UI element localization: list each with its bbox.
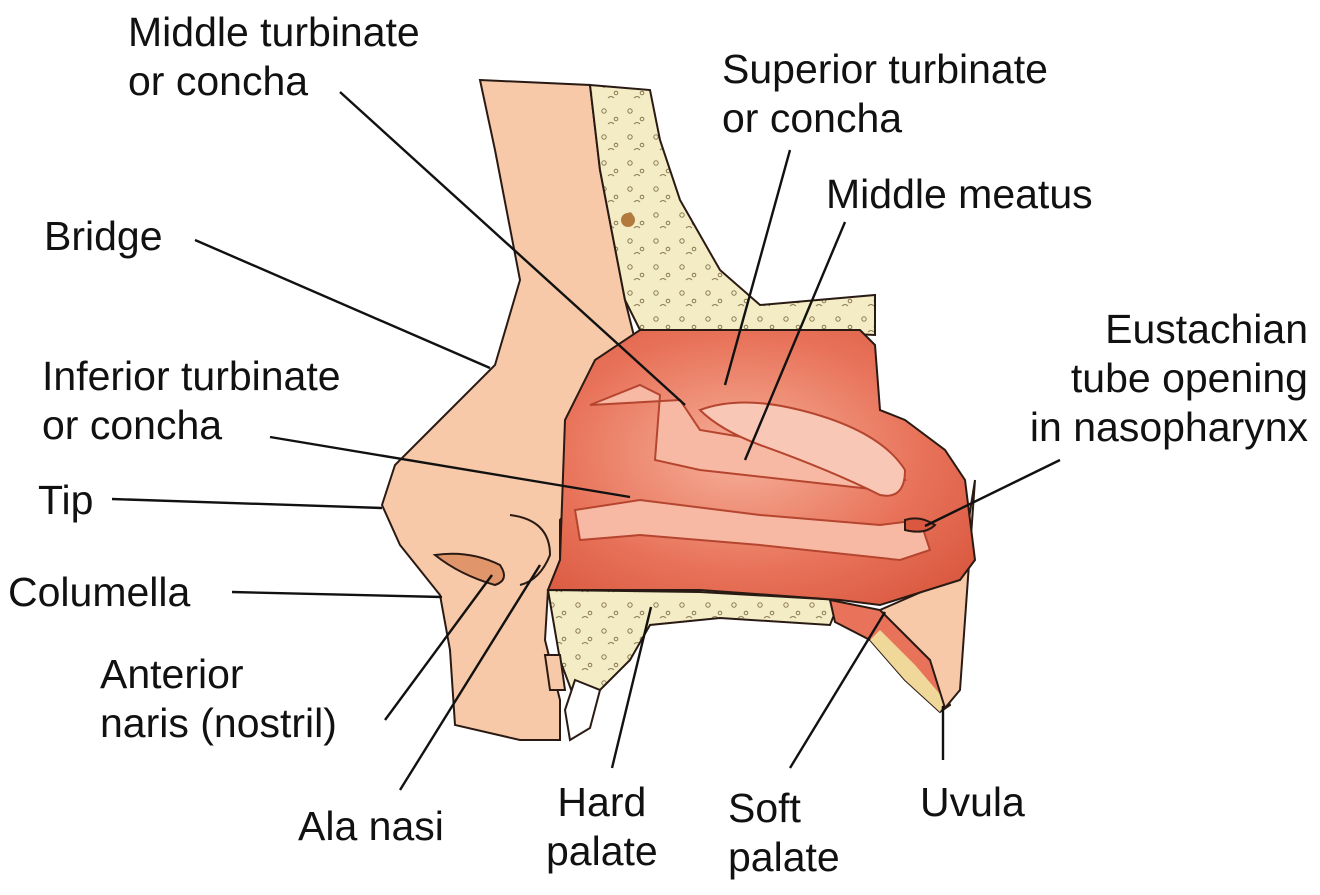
label-columella-line1: Columella	[8, 569, 191, 615]
label-hard-palate: Hard palate	[546, 778, 658, 876]
label-middle-turbinate: Middle turbinate or concha	[128, 8, 420, 106]
label-middle-turbinate-line1: Middle turbinate	[128, 9, 420, 55]
label-inferior-turbinate-line2: or concha	[42, 402, 223, 448]
label-anterior-naris: Anterior naris (nostril)	[100, 650, 337, 748]
leader-middle-meatus	[743, 221, 847, 461]
inferior-turbinate-shape	[573, 498, 932, 562]
label-hard-palate-line1: Hard	[557, 779, 647, 825]
label-eustachian-line3: in nasopharynx	[1029, 404, 1308, 450]
label-middle-meatus: Middle meatus	[826, 170, 1093, 219]
leader-tip	[111, 497, 383, 510]
label-eustachian-line1: Eustachian	[1105, 306, 1308, 352]
label-uvula-line1: Uvula	[920, 779, 1025, 825]
label-columella: Columella	[8, 568, 190, 617]
leader-hard-palate	[610, 606, 653, 769]
label-bridge: Bridge	[44, 212, 163, 261]
leader-bridge	[194, 238, 491, 370]
label-inferior-turbinate: Inferior turbinate or concha	[42, 352, 341, 450]
label-anterior-naris-line2: naris (nostril)	[100, 700, 337, 746]
label-ala-nasi-line1: Ala nasi	[298, 803, 444, 849]
label-eustachian-line2: tube opening	[1070, 355, 1308, 401]
leader-anterior-naris	[384, 574, 493, 721]
bone-foramen	[621, 213, 635, 227]
label-bridge-line1: Bridge	[44, 213, 163, 259]
label-superior-turbinate: Superior turbinate or concha	[722, 45, 1048, 143]
ethmoid-bone	[588, 83, 876, 337]
label-anterior-naris-line1: Anterior	[100, 651, 244, 697]
label-soft-palate: Soft palate	[728, 784, 840, 882]
gum	[543, 654, 567, 691]
label-ala-nasi: Ala nasi	[298, 802, 444, 851]
label-uvula: Uvula	[920, 778, 1025, 827]
palate-bone	[546, 588, 842, 702]
label-middle-meatus-line1: Middle meatus	[826, 171, 1093, 217]
soft-palate-shade	[870, 630, 945, 712]
label-middle-turbinate-line2: or concha	[128, 58, 309, 104]
label-soft-palate-line1: Soft	[728, 785, 801, 831]
label-hard-palate-line2: palate	[546, 828, 658, 874]
leader-inferior-turbinate	[269, 435, 631, 499]
leader-ala-nasi	[398, 564, 542, 791]
eustachian-opening	[904, 517, 937, 533]
leader-lines	[111, 91, 1061, 791]
label-superior-turbinate-line2: or concha	[722, 95, 903, 141]
middle-turbinate-shape	[698, 401, 907, 497]
label-soft-palate-line2: palate	[728, 834, 840, 880]
label-tip: Tip	[38, 476, 93, 525]
label-tip-line1: Tip	[38, 477, 94, 523]
label-superior-turbinate-line1: Superior turbinate	[722, 46, 1048, 92]
leader-soft-palate	[788, 611, 887, 769]
leader-eustachian	[924, 458, 1061, 528]
leader-middle-turbinate	[339, 91, 686, 406]
label-inferior-turbinate-line1: Inferior turbinate	[42, 353, 341, 399]
label-eustachian-tube: Eustachian tube opening in nasopharynx	[1030, 305, 1308, 452]
nostril	[432, 552, 505, 587]
incisor-tooth	[563, 678, 602, 742]
leader-superior-turbinate	[723, 149, 792, 386]
leader-columella	[231, 590, 443, 599]
